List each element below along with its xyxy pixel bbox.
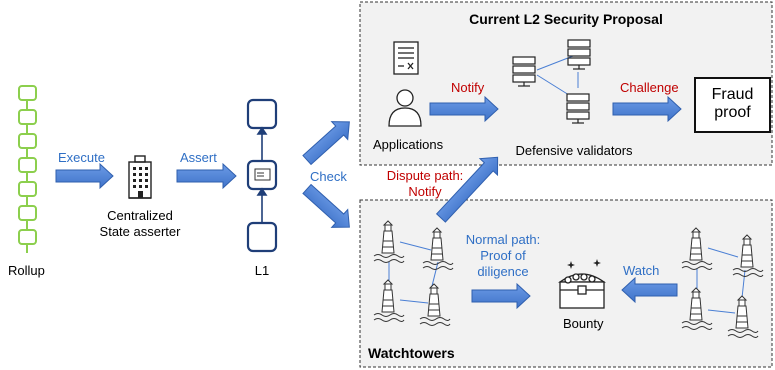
check-edge-label: Check (310, 169, 347, 184)
rollup-block (18, 109, 37, 125)
rollup-block (18, 157, 37, 173)
assert-edge-label: Assert (180, 150, 217, 165)
l1-block (246, 221, 278, 253)
notify-edge-label: Notify (451, 80, 485, 95)
watchtowers-panel-title: Watchtowers (368, 345, 455, 361)
check-down-arrow (302, 183, 350, 228)
rollup-block (18, 133, 37, 149)
flow-arrows (55, 95, 682, 310)
rollup-label: Rollup (8, 263, 45, 278)
proof-arrow (471, 282, 531, 310)
document-icon (393, 41, 419, 75)
bounty-label: Bounty (563, 316, 604, 331)
contract-icon (254, 168, 271, 181)
lighthouse-icon (681, 227, 713, 270)
fraud-proof-box (694, 77, 771, 133)
challenge-arrow (612, 95, 682, 123)
normal-path-line3: diligence (477, 264, 529, 279)
lighthouse-icon (373, 220, 405, 263)
rollup-block (18, 181, 37, 197)
lighthouse-icon (732, 234, 764, 277)
treasure-chest-icon (557, 259, 607, 309)
lighthouse-icon (681, 287, 713, 330)
dispute-path-line1: Dispute path: (386, 168, 464, 183)
applications-label: Applications (373, 137, 444, 152)
execute-edge-label: Execute (58, 150, 105, 165)
normal-path-line1: Normal path: (465, 232, 541, 247)
rollup-block (18, 205, 37, 221)
lighthouse-icon (419, 283, 451, 326)
asserter-label-line2: State asserter (99, 224, 181, 239)
rollup-chain (18, 85, 37, 253)
asserter-label-line1: Centralized (107, 208, 173, 223)
server-icon (566, 93, 590, 124)
server-icon (567, 39, 591, 70)
normal-path-line2: Proof of (480, 248, 526, 263)
lighthouse-icon (422, 227, 454, 270)
watchtower-links-right (696, 247, 746, 314)
l1-label: L1 (254, 263, 270, 278)
l1-block (246, 159, 278, 191)
validators-label: Defensive validators (515, 143, 633, 158)
person-icon (388, 89, 422, 127)
fraud-proof-line2: proof (714, 104, 751, 121)
challenge-edge-label: Challenge (620, 80, 679, 95)
rollup-block (18, 229, 37, 245)
fraud-proof-line1: Fraud (711, 86, 754, 103)
notify-arrow (429, 95, 499, 123)
lighthouse-icon (373, 279, 405, 322)
dispute-arrow (435, 156, 499, 223)
dispute-path-line2: Notify (408, 184, 442, 199)
watch-edge-label: Watch (623, 263, 660, 278)
lighthouse-icon (727, 295, 759, 338)
proposal-panel-title: Current L2 Security Proposal (469, 11, 663, 27)
server-icon (512, 56, 536, 87)
execute-arrow (55, 162, 114, 190)
watch-arrow (621, 276, 678, 304)
l1-chain (246, 98, 278, 253)
check-up-arrow (302, 121, 350, 166)
rollup-block (18, 85, 37, 101)
l1-links (256, 126, 268, 223)
building-icon (128, 155, 152, 199)
l1-block (246, 98, 278, 130)
assert-arrow (176, 162, 237, 190)
